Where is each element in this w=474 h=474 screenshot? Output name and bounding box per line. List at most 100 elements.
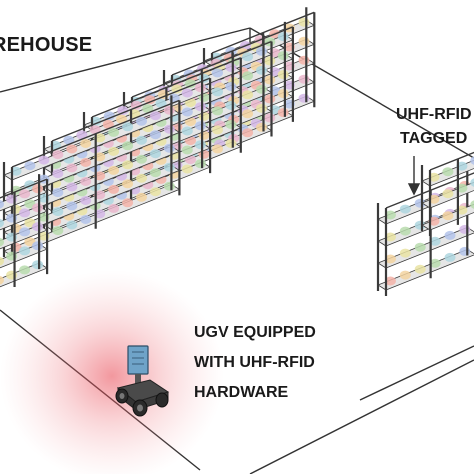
tagged-item — [456, 161, 468, 171]
tagged-item — [181, 107, 193, 117]
tagged-item — [242, 128, 254, 138]
tagged-item — [470, 178, 474, 187]
tagged-item — [212, 68, 223, 78]
tagged-item — [256, 103, 267, 113]
tagged-item — [212, 125, 223, 135]
tagged-item — [225, 63, 237, 72]
tagged-item — [108, 165, 120, 175]
tagged-item — [195, 140, 206, 150]
tagged-item — [195, 121, 206, 131]
shelf-racks — [0, 7, 474, 296]
tagged-item — [277, 89, 289, 99]
shelf-rail — [0, 178, 48, 199]
tagged-item — [10, 166, 22, 176]
tagged-item — [264, 94, 276, 104]
tagged-item — [136, 192, 147, 202]
tagged-item — [136, 116, 147, 126]
tagged-item — [122, 122, 134, 132]
tagged-item — [117, 106, 129, 115]
tagged-item — [122, 141, 134, 151]
tagged-item — [94, 171, 106, 181]
tagged-item — [256, 122, 267, 132]
tagged-item — [256, 46, 267, 56]
tagged-item — [150, 130, 161, 140]
tagged-item — [94, 152, 106, 162]
tagged-item — [429, 258, 441, 268]
tagged-item — [459, 224, 471, 234]
tagged-item — [163, 181, 175, 191]
tagged-item — [414, 264, 426, 274]
tagged-item — [94, 133, 106, 143]
tagged-item — [442, 189, 454, 199]
tagged-item — [185, 79, 196, 89]
tagged-item — [225, 139, 237, 148]
tagged-item — [212, 87, 223, 97]
tagged-item — [264, 56, 276, 66]
tagged-item — [80, 158, 92, 167]
tagged-item — [66, 201, 78, 211]
tagged-item — [136, 154, 147, 164]
tagged-item — [32, 203, 44, 213]
tagged-item — [195, 102, 206, 112]
tagged-item — [225, 101, 237, 110]
tagged-item — [0, 199, 4, 209]
tagged-arrow — [407, 156, 421, 196]
tagged-item — [130, 100, 142, 110]
tagged-item — [52, 226, 64, 236]
tagged-item — [10, 204, 22, 214]
tagged-item — [384, 232, 396, 242]
tagged-item — [102, 119, 114, 129]
ugv-label-line-2: WITH UHF-RFID — [194, 354, 315, 371]
tagged-item — [225, 120, 237, 129]
shelf-rail — [171, 26, 294, 76]
tagged-item — [80, 196, 92, 205]
tagged-item — [103, 111, 115, 121]
tagged-item — [181, 126, 193, 136]
tagged-item — [444, 252, 456, 262]
tagged-item — [136, 135, 147, 145]
tagged-item — [298, 74, 310, 84]
tagged-item — [52, 207, 64, 217]
tagged-item — [384, 276, 396, 286]
tagged-item — [94, 209, 106, 219]
tagged-item — [459, 246, 471, 256]
tagged-item — [80, 139, 92, 148]
tagged-item — [456, 205, 468, 215]
rack-5 — [42, 73, 212, 236]
tagged-item — [456, 183, 468, 193]
tagged-item — [399, 270, 411, 280]
shelf-rail — [91, 57, 242, 118]
tagged-item — [195, 159, 206, 169]
tagged-item — [94, 190, 106, 200]
tagged-item — [89, 125, 101, 135]
shelf-rail — [51, 77, 211, 142]
tagged-item — [277, 108, 289, 118]
shelf-rail — [211, 11, 315, 54]
tagged-item — [108, 203, 120, 213]
tagged-item — [429, 236, 441, 246]
tagged-item — [80, 177, 92, 186]
tagged-item — [142, 104, 154, 114]
tagged-item — [32, 260, 44, 270]
shelf-rail — [429, 151, 474, 171]
tagged-item — [66, 163, 78, 173]
tagged-item — [122, 179, 134, 189]
tagged-item — [225, 82, 237, 91]
tagged-item — [38, 155, 50, 165]
tagged-item — [19, 227, 31, 237]
tagged-item — [66, 144, 78, 154]
tagged-item — [63, 135, 75, 145]
tagged-item — [256, 65, 267, 75]
tagged-item — [19, 208, 31, 218]
tagged-item — [277, 51, 289, 61]
tagged-item — [414, 242, 426, 252]
tagged-item — [470, 200, 474, 209]
tagged-item — [242, 90, 254, 100]
tagged-item — [444, 230, 456, 240]
rack-tagged-2 — [420, 151, 474, 236]
ugv-label-line-3: HARDWARE — [194, 384, 289, 401]
rfid-field — [0, 270, 224, 474]
tagged-item — [399, 204, 411, 214]
